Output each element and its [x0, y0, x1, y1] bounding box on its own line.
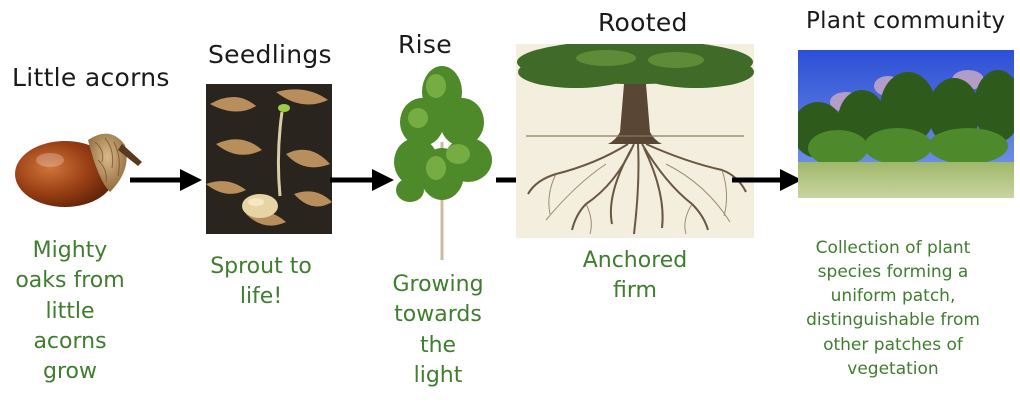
caption-line: little — [45, 298, 95, 324]
stage-caption-seedlings: Sprout to life! — [186, 252, 336, 313]
caption-line: acorns — [33, 329, 107, 355]
stage-caption-little-acorns: Mighty oaks from little acorns grow — [0, 236, 140, 388]
stage-title-little-acorns: Little acorns — [12, 63, 170, 92]
acorn-image — [10, 110, 145, 210]
caption-line: other patches of — [823, 334, 963, 355]
arrow-right-icon — [130, 169, 202, 191]
tree-roots-image — [516, 44, 754, 238]
caption-line: Anchored — [582, 248, 688, 273]
caption-line: Mighty — [32, 238, 108, 263]
stage-caption-rise: Growing towards the light — [368, 270, 508, 391]
caption-line: Sprout to — [210, 254, 312, 279]
caption-line: vegetation — [847, 358, 939, 379]
stage-title-rooted: Rooted — [598, 8, 688, 37]
caption-line: light — [413, 363, 463, 389]
seedling-image — [206, 84, 332, 234]
arrow-right-icon — [330, 169, 394, 191]
caption-line: firm — [613, 278, 657, 304]
caption-line: species forming a — [817, 262, 969, 283]
caption-line: towards — [394, 302, 482, 328]
forest-patch-image — [798, 50, 1014, 198]
caption-line: the — [419, 332, 457, 358]
caption-line: Growing — [392, 272, 484, 297]
caption-line: oaks from — [15, 268, 125, 294]
stage-title-plant-community: Plant community — [806, 8, 1006, 34]
caption-line: distinguishable from — [806, 310, 980, 331]
stage-title-seedlings: Seedlings — [208, 40, 332, 69]
caption-line: Collection of plant — [815, 238, 971, 258]
arrow-right-icon — [732, 169, 802, 191]
caption-line: life! — [239, 284, 283, 310]
young-tree-image — [388, 62, 496, 262]
caption-line: grow — [43, 359, 97, 385]
stage-caption-plant-community: Collection of plant species forming a un… — [770, 236, 1016, 381]
stage-title-rise: Rise — [398, 30, 452, 59]
caption-line: uniform patch, — [830, 286, 956, 307]
stage-caption-rooted: Anchored firm — [560, 246, 710, 307]
